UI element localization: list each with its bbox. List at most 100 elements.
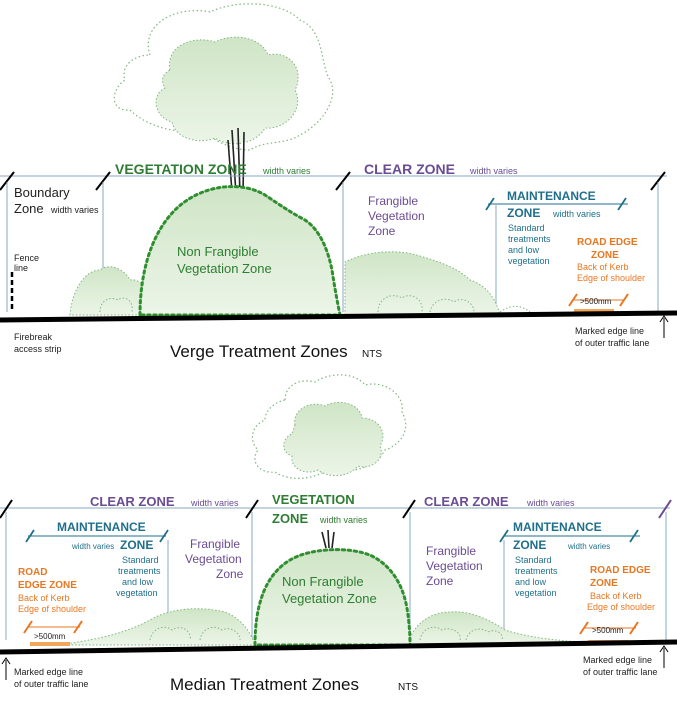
median-nts: NTS — [398, 682, 418, 693]
median-standard-right-1: Standard — [515, 555, 552, 565]
median-frangible-right-3: Zone — [426, 574, 454, 588]
median-labels: CLEAR ZONE width varies VEGETATION ZONE … — [14, 492, 657, 694]
verge-standard-label-2: treatments — [508, 234, 551, 244]
boundary-zone-note: width varies — [50, 205, 99, 215]
verge-vegetation-zone-note: width varies — [262, 166, 311, 176]
verge-road-edge-label-1: ROAD EDGE — [577, 237, 638, 248]
boundary-zone-label-2: Zone — [14, 201, 44, 216]
median-standard-left-2: treatments — [118, 566, 161, 576]
median-maintenance-right-label-1: MAINTENANCE — [513, 520, 602, 534]
median-clear-zone-right-label: CLEAR ZONE — [424, 494, 509, 509]
median-vegetation-label-1: VEGETATION — [272, 492, 355, 507]
median-road-edge-left-1: ROAD — [18, 567, 47, 578]
median-frangible-left-2: Vegetation — [185, 552, 242, 566]
median-frangible-left-3: Zone — [216, 567, 244, 581]
boundary-zone-label-1: Boundary — [14, 185, 70, 200]
median-ground-line — [0, 639, 677, 655]
median-section — [0, 374, 677, 680]
firebreak-label-1: Firebreak — [14, 332, 53, 342]
fence-label-1: Fence — [14, 253, 39, 263]
median-standard-left-4: vegetation — [116, 588, 158, 598]
verge-title: Verge Treatment Zones — [170, 342, 348, 361]
verge-clear-zone-note: width varies — [469, 166, 518, 176]
verge-frangible-label-1: Frangible — [368, 194, 418, 208]
median-zone-ticks — [0, 499, 416, 519]
median-standard-right-4: vegetation — [515, 588, 557, 598]
median-marked-edge-right-1: Marked edge line — [583, 655, 652, 665]
median-low-shrubs-right — [407, 611, 581, 646]
verge-marked-edge-label-2: of outer traffic lane — [575, 338, 649, 348]
median-marked-edge-left-2: of outer traffic lane — [14, 679, 88, 689]
median-standard-right-3: and low — [515, 577, 547, 587]
median-tree-canopy — [283, 402, 384, 476]
verge-non-frangible-label-1: Non Frangible — [177, 244, 259, 259]
median-maintenance-right-note: width varies — [567, 542, 610, 551]
median-dimension-right: >500mm — [592, 626, 624, 635]
firebreak-label-2: access strip — [14, 344, 62, 354]
median-road-edge-right-1: ROAD EDGE — [590, 565, 651, 576]
verge-non-frangible-mound — [138, 185, 342, 317]
fence-label-2: line — [14, 263, 28, 273]
verge-standard-label-4: vegetation — [508, 256, 550, 266]
verge-non-frangible-label-2: Vegetation Zone — [177, 261, 272, 276]
median-maintenance-left-note: width varies — [71, 542, 114, 551]
median-tree-trunk — [321, 529, 335, 549]
median-maintenance-dimension-right — [499, 529, 640, 543]
median-dimension-left: >500mm — [34, 632, 66, 641]
verge-marked-edge-label-1: Marked edge line — [575, 326, 644, 336]
verge-road-edge-label-2: ZONE — [591, 250, 619, 261]
median-road-edge-marker-left — [23, 620, 83, 646]
verge-section — [0, 3, 677, 338]
median-title: Median Treatment Zones — [170, 675, 359, 694]
verge-frangible-label-3: Zone — [368, 224, 396, 238]
median-road-edge-right-2: ZONE — [590, 578, 618, 589]
median-frangible-right-2: Vegetation — [426, 559, 483, 573]
verge-clear-zone-label: CLEAR ZONE — [364, 161, 455, 177]
verge-maintenance-label-2: ZONE — [507, 206, 540, 220]
median-edge-shoulder-right: Edge of shoulder — [587, 602, 655, 612]
verge-standard-label-3: and low — [508, 245, 540, 255]
median-non-frangible-label-1: Non Frangible — [282, 574, 364, 589]
verge-zone-ticks — [0, 171, 666, 191]
median-edge-shoulder-left: Edge of shoulder — [18, 604, 86, 614]
verge-edge-shoulder-label: Edge of shoulder — [577, 273, 645, 283]
median-back-kerb-left: Back of Kerb — [18, 593, 70, 603]
verge-dimension-label: >500mm — [580, 297, 612, 306]
verge-tree-trunk — [227, 127, 245, 196]
median-non-frangible-label-2: Vegetation Zone — [282, 591, 377, 606]
median-standard-left-3: and low — [122, 577, 154, 587]
median-standard-left-1: Standard — [122, 555, 159, 565]
median-zone-verticals — [5, 512, 667, 640]
median-back-kerb-right: Back of Kerb — [590, 591, 642, 601]
median-marked-edge-arrow-left — [1, 657, 11, 680]
median-clear-zone-left-label: CLEAR ZONE — [90, 494, 175, 509]
median-non-frangible-mound — [253, 548, 412, 647]
median-marked-edge-right-2: of outer traffic lane — [583, 667, 657, 677]
verge-back-kerb-label: Back of Kerb — [577, 262, 629, 272]
verge-zone-verticals — [6, 182, 659, 312]
median-bush-details — [149, 626, 503, 641]
verge-bush-details — [99, 295, 531, 313]
median-vegetation-note: width varies — [319, 515, 368, 525]
median-marked-edge-arrow-right — [659, 645, 669, 668]
median-frangible-right-1: Frangible — [426, 544, 476, 558]
verge-ground-line — [0, 310, 677, 323]
verge-maintenance-note: width varies — [552, 209, 601, 219]
median-right-tick — [658, 499, 672, 519]
verge-tree-canopy — [155, 36, 299, 145]
median-maintenance-left-label-1: MAINTENANCE — [57, 520, 146, 534]
verge-vegetation-zone-label: VEGETATION ZONE — [115, 161, 247, 177]
verge-standard-label-1: Standard — [508, 223, 545, 233]
verge-low-shrubs-right — [344, 251, 501, 316]
verge-low-shrubs-left — [69, 266, 151, 316]
median-low-shrubs-left — [59, 608, 256, 646]
median-clear-zone-left-note: width varies — [190, 498, 239, 508]
verge-labels: VEGETATION ZONE width varies CLEAR ZONE … — [14, 161, 649, 361]
verge-maintenance-label-1: MAINTENANCE — [507, 189, 596, 203]
verge-maintenance-dimension — [485, 197, 628, 211]
median-standard-right-2: treatments — [515, 566, 558, 576]
median-marked-edge-left-1: Marked edge line — [14, 667, 83, 677]
median-maintenance-dimension-left — [25, 529, 169, 543]
verge-nts: NTS — [362, 349, 382, 360]
